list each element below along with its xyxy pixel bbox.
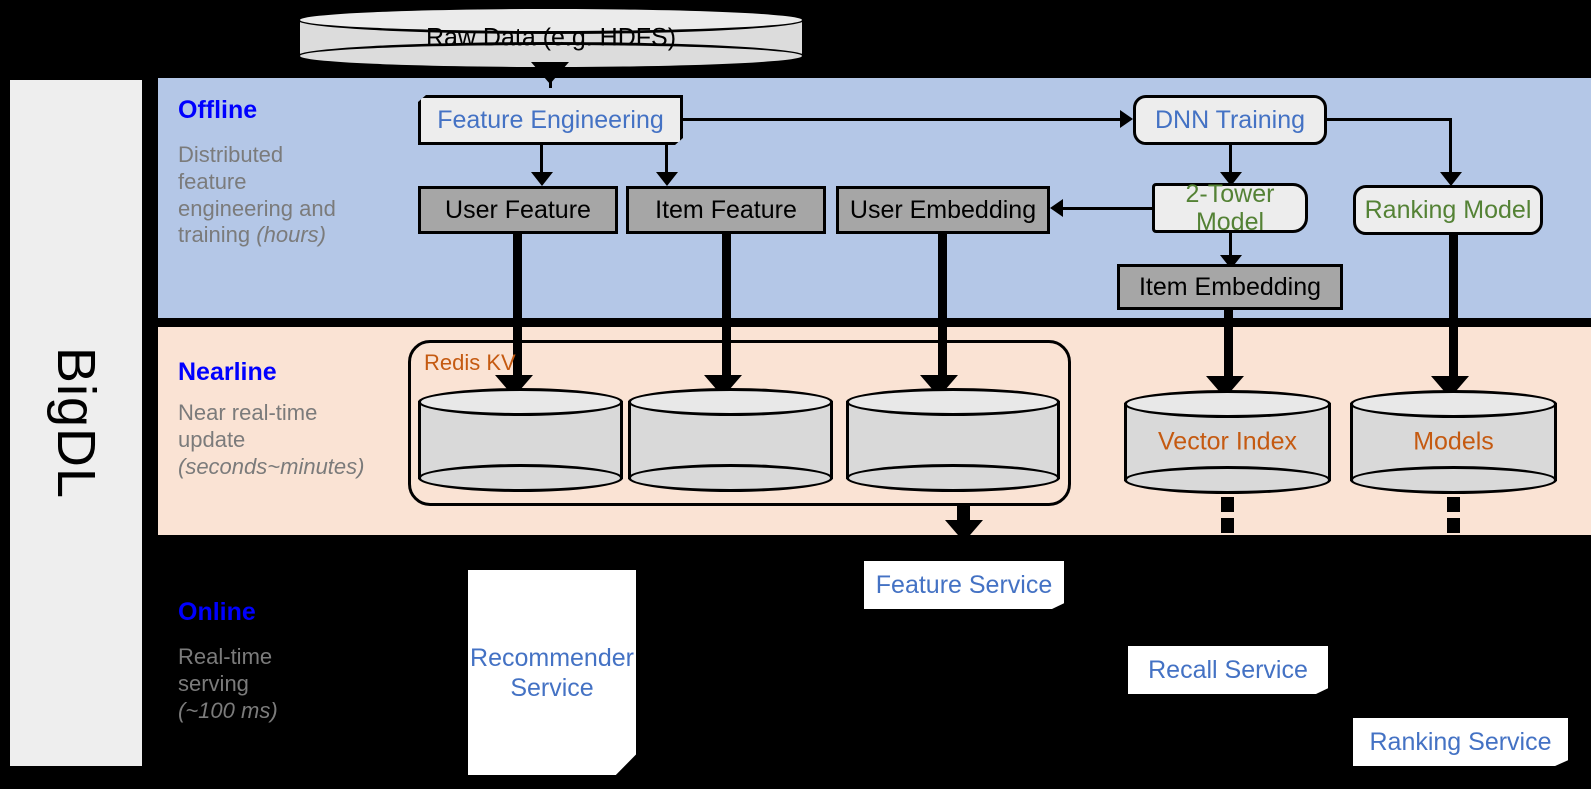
connector-fe-itemfeature bbox=[665, 145, 668, 175]
online-subtitle: Real-time serving (~100 ms) bbox=[178, 644, 378, 724]
user-feature-store-cylinder[interactable] bbox=[418, 388, 623, 492]
item-embedding-node[interactable]: Item Embedding bbox=[1117, 264, 1343, 310]
nearline-sub-l2: update bbox=[178, 426, 246, 452]
bigdl-rail: BigDL bbox=[7, 77, 145, 769]
cylinder-bottom bbox=[1350, 466, 1557, 494]
item-feature-label: Item Feature bbox=[655, 196, 797, 224]
connector-fe-dnn bbox=[683, 118, 1120, 121]
arrowhead-twotower-userembedding bbox=[1050, 199, 1063, 217]
ranking-model-node[interactable]: Ranking Model bbox=[1353, 185, 1543, 235]
arrowhead-dnn-twotower bbox=[1220, 172, 1242, 186]
item-feature-store-cylinder[interactable] bbox=[628, 388, 833, 492]
vector-index-cylinder[interactable]: Vector Index bbox=[1124, 390, 1331, 494]
ranking-model-label: Ranking Model bbox=[1364, 196, 1532, 224]
ranking-service-card[interactable]: Ranking Service bbox=[1353, 718, 1568, 766]
offline-title: Offline bbox=[178, 96, 258, 124]
pipe-userfeature-redis bbox=[513, 232, 522, 387]
cylinder-top bbox=[297, 6, 805, 34]
dash-redis-featureservice bbox=[957, 506, 970, 521]
pipe-itemembedding-vectorindex bbox=[1224, 308, 1233, 388]
cylinder-top bbox=[846, 388, 1060, 416]
arrowhead-fe-itemfeature bbox=[656, 172, 678, 186]
connector-twotower-userembedding bbox=[1063, 207, 1155, 210]
connector-dnn-twotower bbox=[1229, 145, 1232, 175]
connector-twotower-itememb bbox=[1229, 233, 1232, 259]
offline-sub-italic: (hours) bbox=[256, 222, 326, 248]
online-sub-l2: serving bbox=[178, 670, 249, 696]
pipe-rankingmodel-models bbox=[1449, 233, 1458, 388]
arrowhead-redis-featureservice bbox=[945, 520, 983, 542]
cylinder-bottom bbox=[628, 464, 833, 492]
nearline-subtitle: Near real-time update (seconds~minutes) bbox=[178, 400, 418, 480]
user-feature-node[interactable]: User Feature bbox=[418, 186, 618, 234]
redis-kv-container bbox=[408, 340, 1071, 506]
two-tower-model-node[interactable]: 2-Tower Model bbox=[1152, 180, 1308, 236]
feature-service-card[interactable]: Feature Service bbox=[864, 561, 1064, 609]
pipe-itemfeature-redis bbox=[722, 232, 731, 387]
models-label: Models bbox=[1413, 427, 1494, 456]
connector-dnn-ranking-h bbox=[1327, 118, 1452, 121]
dash-models-1 bbox=[1447, 497, 1460, 512]
online-sub-l1: Real-time bbox=[178, 644, 273, 669]
offline-sub-l1: Distributed bbox=[178, 142, 284, 167]
cylinder-bottom bbox=[1124, 466, 1331, 494]
cylinder-top bbox=[628, 388, 833, 416]
connector-dnn-ranking-v bbox=[1449, 118, 1452, 175]
cylinder-top bbox=[418, 388, 623, 416]
recall-service-label: Recall Service bbox=[1148, 656, 1308, 684]
user-embedding-label: User Embedding bbox=[849, 196, 1037, 224]
ranking-service-label: Ranking Service bbox=[1369, 728, 1552, 756]
raw-data-cylinder: Raw Data (e.g. HDFS) bbox=[297, 6, 805, 70]
arrowhead-rawdata-fe bbox=[531, 62, 569, 84]
cylinder-bottom bbox=[846, 464, 1060, 492]
nearline-sub-l1: Near real-time bbox=[178, 400, 318, 425]
arrowhead-dnn-ranking bbox=[1440, 172, 1462, 186]
feature-engineering-label: Feature Engineering bbox=[437, 106, 664, 134]
connector-fe-userfeature bbox=[540, 145, 543, 175]
recommender-service-label: Recommender Service bbox=[470, 643, 634, 702]
cylinder-bottom bbox=[418, 464, 623, 492]
dash-vectorindex-2 bbox=[1221, 518, 1234, 533]
redis-kv-label: Redis KV bbox=[424, 350, 516, 375]
dash-vectorindex-1 bbox=[1221, 497, 1234, 512]
vector-index-label: Vector Index bbox=[1158, 427, 1297, 456]
cylinder-top bbox=[1124, 390, 1331, 418]
offline-subtitle: Distributed feature engineering and trai… bbox=[178, 142, 378, 249]
feature-engineering-node[interactable]: Feature Engineering bbox=[418, 95, 683, 145]
user-feature-label: User Feature bbox=[445, 196, 591, 224]
online-sub-italic: (~100 ms) bbox=[178, 697, 278, 723]
user-embedding-node[interactable]: User Embedding bbox=[836, 186, 1050, 234]
pipe-userembedding-redis bbox=[938, 232, 947, 387]
arrowhead-fe-dnn bbox=[1120, 110, 1133, 128]
two-tower-model-label: 2-Tower Model bbox=[1185, 180, 1275, 236]
nearline-title: Nearline bbox=[178, 358, 277, 386]
offline-sub-l3: engineering and bbox=[178, 195, 336, 221]
raw-data-label: Raw Data (e.g. HDFS) bbox=[425, 23, 677, 52]
offline-sub-l4: training bbox=[178, 222, 257, 248]
user-embedding-store-cylinder[interactable] bbox=[846, 388, 1060, 492]
feature-service-label: Feature Service bbox=[875, 571, 1053, 599]
models-cylinder[interactable]: Models bbox=[1350, 390, 1557, 494]
bigdl-label: BigDL bbox=[46, 346, 106, 500]
offline-sub-l2: feature bbox=[178, 168, 247, 194]
recommender-service-card[interactable]: Recommender Service bbox=[468, 570, 636, 775]
dnn-training-label: DNN Training bbox=[1154, 106, 1306, 134]
online-title: Online bbox=[178, 598, 256, 626]
recall-service-card[interactable]: Recall Service bbox=[1128, 646, 1328, 694]
item-feature-node[interactable]: Item Feature bbox=[626, 186, 826, 234]
cylinder-top bbox=[1350, 390, 1557, 418]
dnn-training-node[interactable]: DNN Training bbox=[1133, 95, 1327, 145]
dash-models-2 bbox=[1447, 518, 1460, 533]
arrowhead-fe-userfeature bbox=[531, 172, 553, 186]
item-embedding-label: Item Embedding bbox=[1138, 273, 1322, 301]
nearline-sub-italic: (seconds~minutes) bbox=[178, 453, 365, 479]
